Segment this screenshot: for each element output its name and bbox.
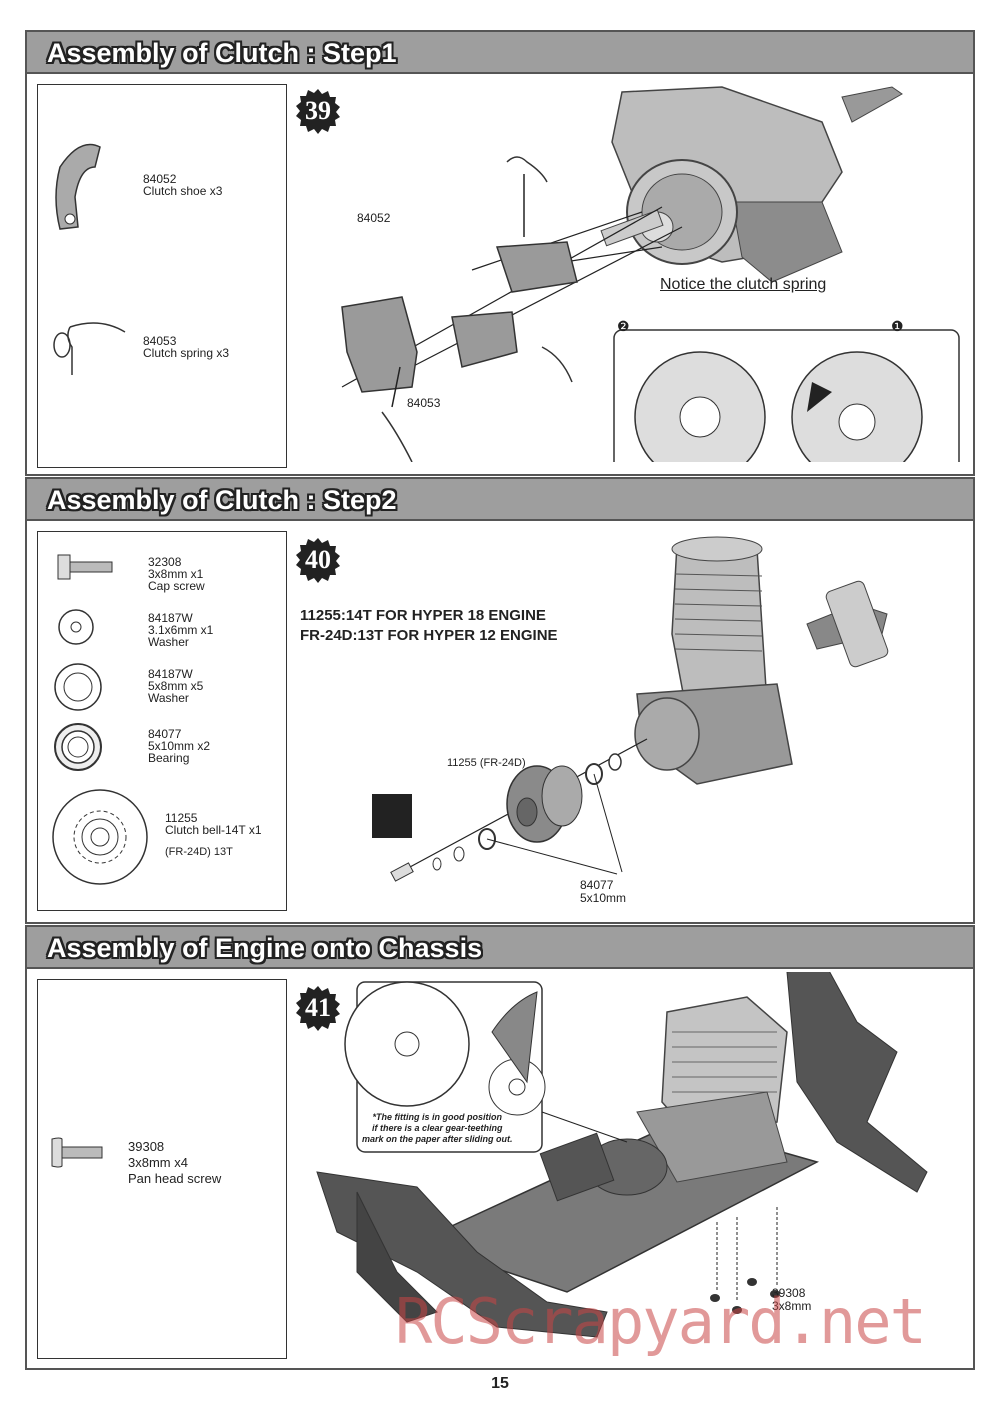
bearing-icon	[54, 723, 102, 771]
part-code: 84052	[143, 172, 177, 186]
part-desc: 3x8mm x1 Cap screw	[148, 567, 205, 593]
watermark: RCScrapyard.net	[395, 1285, 927, 1358]
part-callout: 11255 (FR-24D)	[447, 757, 526, 769]
washer-large-icon	[54, 663, 102, 711]
section-title: Assembly of Engine onto Chassis	[47, 933, 483, 963]
clutch-shoe-icon	[55, 143, 101, 230]
part-desc: 3.1x6mm x1 Washer	[148, 623, 214, 649]
part-desc: 5x8mm x5 Washer	[148, 679, 204, 705]
inset-note: *The fitting is in good position if ther…	[362, 1112, 513, 1144]
part-desc: 3x8mm x4 Pan head screw	[128, 1155, 222, 1186]
section-header: Assembly of Clutch : Step2	[27, 479, 973, 521]
parts-list: 84052 Clutch shoe x3 84053 Clutch spring…	[37, 84, 287, 468]
engine-note: FR-24D:13T FOR HYPER 12 ENGINE	[300, 627, 558, 644]
part-desc: Clutch shoe x3	[143, 184, 223, 198]
clutch-bell-icon	[52, 789, 148, 885]
part-callout: 84052	[357, 211, 391, 225]
pan-head-screw-icon	[51, 1137, 103, 1168]
chassis-drawing	[316, 972, 928, 1338]
section-clutch-step2: Assembly of Clutch : Step2 32308 3x8mm x…	[25, 477, 975, 924]
step-number: 39	[305, 96, 331, 125]
section-title: Assembly of Clutch : Step1	[47, 38, 397, 68]
part-code: 39308	[128, 1139, 165, 1154]
step-badge: 39	[295, 88, 341, 134]
clutch-spring-icon	[53, 322, 126, 375]
notice-marker: ❶	[891, 318, 904, 334]
parts-list: 39308 3x8mm x4 Pan head screw	[37, 979, 287, 1359]
engine-note: 11255:14T FOR HYPER 18 ENGINE	[300, 607, 546, 624]
section-title: Assembly of Clutch : Step2	[47, 485, 397, 515]
part-callout: 84077 5x10mm	[580, 878, 627, 905]
section-header: Assembly of Engine onto Chassis	[27, 927, 973, 969]
part-code: 11255	[165, 811, 198, 825]
part-code: 32308	[148, 555, 182, 569]
section-engine-onto-chassis: Assembly of Engine onto Chassis 39308 3x…	[25, 925, 975, 1370]
washer-small-icon	[58, 609, 94, 645]
part-desc: Clutch spring x3	[143, 346, 230, 360]
notice-title: Notice the clutch spring	[660, 276, 827, 293]
step-number: 41	[305, 993, 331, 1022]
step-number: 40	[305, 545, 331, 574]
notice-marker: ❷	[617, 318, 630, 334]
part-desc: Clutch bell-14T x1	[165, 823, 262, 837]
clutch-bell-exploded-drawing	[372, 536, 889, 882]
cap-screw-icon	[57, 554, 113, 580]
section-clutch-step1: Assembly of Clutch : Step1 84052 Clutch …	[25, 30, 975, 476]
part-desc: 5x10mm x2 Bearing	[148, 739, 211, 765]
clutch-exploded-drawing	[341, 86, 960, 462]
section-header: Assembly of Clutch : Step1	[27, 32, 973, 74]
step-badge: 40	[295, 537, 341, 583]
page-number: 15	[491, 1375, 509, 1392]
part-code: 84077	[148, 727, 182, 741]
part-code: 84187W	[148, 667, 193, 681]
part-callout: 84053	[407, 396, 441, 410]
part-desc: (FR-24D) 13T	[165, 846, 233, 858]
part-code: 84187W	[148, 611, 193, 625]
part-callout: 39308 3x8mm	[772, 1286, 812, 1313]
step-badge: 41	[295, 985, 341, 1031]
parts-list: 32308 3x8mm x1 Cap screw 84187W 3.1x6mm …	[37, 531, 287, 911]
part-code: 84053	[143, 334, 177, 348]
